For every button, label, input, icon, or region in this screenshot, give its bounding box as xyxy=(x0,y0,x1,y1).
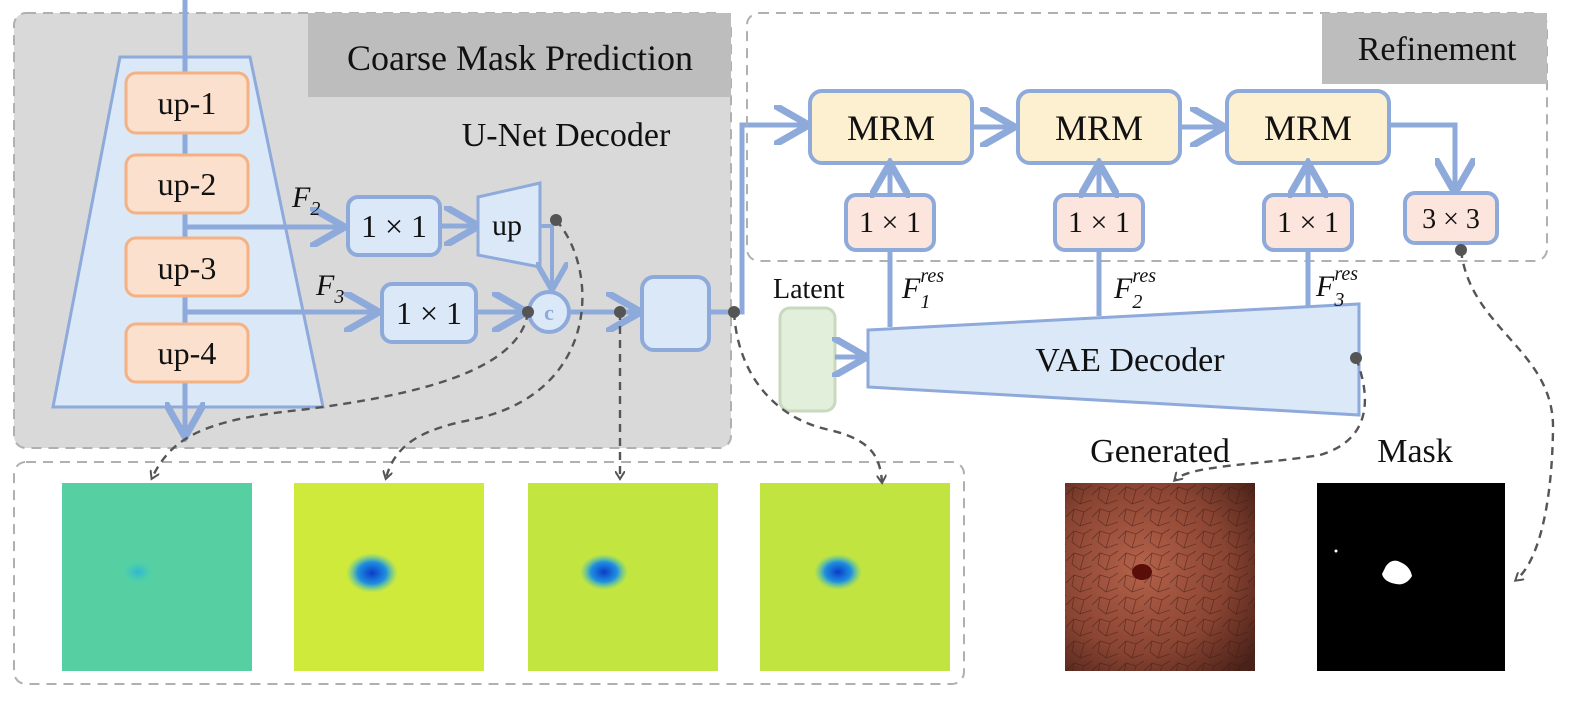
refinement-title: Refinement xyxy=(1358,31,1517,68)
vae-decoder-block xyxy=(866,302,1361,417)
tap-arrow-6 xyxy=(1459,249,1555,580)
generated-label: Generated xyxy=(1090,433,1230,470)
up-block-label: up-3 xyxy=(158,250,217,286)
feature-map-1 xyxy=(62,483,252,671)
refinement-panel-border xyxy=(746,12,1548,262)
res-conv-label-2: 1 × 1 xyxy=(1068,206,1130,239)
up-block-1: up-1 xyxy=(124,71,250,135)
tap-arrow-2 xyxy=(386,219,584,478)
res-feature-label-3: F3res xyxy=(1315,263,1358,311)
tap-arrows xyxy=(152,219,1555,580)
up-sample-label: up xyxy=(492,209,522,242)
coarse-mask-panel: Coarse Mask Prediction U-Net Decoder up-… xyxy=(13,0,732,449)
out-conv-label: 3 × 3 xyxy=(1422,204,1480,235)
f2-label: F2 xyxy=(291,181,320,220)
refinement-title-box xyxy=(1322,13,1547,84)
feature-panel-border xyxy=(13,461,965,685)
mrm-label-3: MRM xyxy=(1264,108,1352,148)
head-to-mrm-arrow xyxy=(709,125,804,315)
outputs-section: Generated Mask xyxy=(1065,433,1505,671)
up-block-label: up-4 xyxy=(158,335,217,371)
latent-block xyxy=(778,306,837,413)
feature-map-2 xyxy=(294,483,484,671)
feature-map-4 xyxy=(760,483,950,671)
coarse-title: Coarse Mask Prediction xyxy=(347,38,693,78)
res-conv-label-3: 1 × 1 xyxy=(1277,206,1339,239)
coarse-title-box xyxy=(308,13,731,97)
latent-label: Latent xyxy=(773,274,845,305)
res-feature-label-1: F1res xyxy=(901,265,944,313)
res-conv-label-1: 1 × 1 xyxy=(859,206,921,239)
up-block-2: up-2 xyxy=(124,153,250,215)
out-conv xyxy=(1403,191,1499,245)
mrm-label-1: MRM xyxy=(847,108,935,148)
mrm-label-2: MRM xyxy=(1055,108,1143,148)
up-block-4: up-4 xyxy=(124,322,250,384)
up-block-label: up-2 xyxy=(158,166,217,202)
res-feature-label-2: F2res xyxy=(1113,265,1156,313)
feature-map-panel xyxy=(13,461,965,685)
conv-f3-label: 1 × 1 xyxy=(396,295,462,331)
head-block xyxy=(640,275,711,352)
up-block-label: up-1 xyxy=(158,85,217,121)
mrm3-to-out-arrow xyxy=(1389,122,1455,188)
mask-label: Mask xyxy=(1377,433,1453,470)
conv-f2-label: 1 × 1 xyxy=(361,208,427,244)
f3-label: F3 xyxy=(315,269,344,308)
up-to-concat-arrow xyxy=(540,224,552,286)
generated-image xyxy=(1065,483,1255,671)
vae-decoder-label: VAE Decoder xyxy=(1035,342,1225,379)
refinement-panel: Refinement MRM MRM MRM 1 × 1 1 × 1 1 × 1… xyxy=(746,12,1548,262)
feature-map-3 xyxy=(528,483,718,671)
tap-arrow-5 xyxy=(1175,357,1367,480)
tap-arrow-4 xyxy=(732,311,882,482)
up-block-3: up-3 xyxy=(124,236,250,298)
unet-decoder-label: U-Net Decoder xyxy=(462,117,671,154)
concat-label: c xyxy=(544,300,554,325)
mask-image xyxy=(1317,483,1505,671)
vae-section: Latent VAE Decoder F1res F2res F3res xyxy=(773,250,1362,417)
